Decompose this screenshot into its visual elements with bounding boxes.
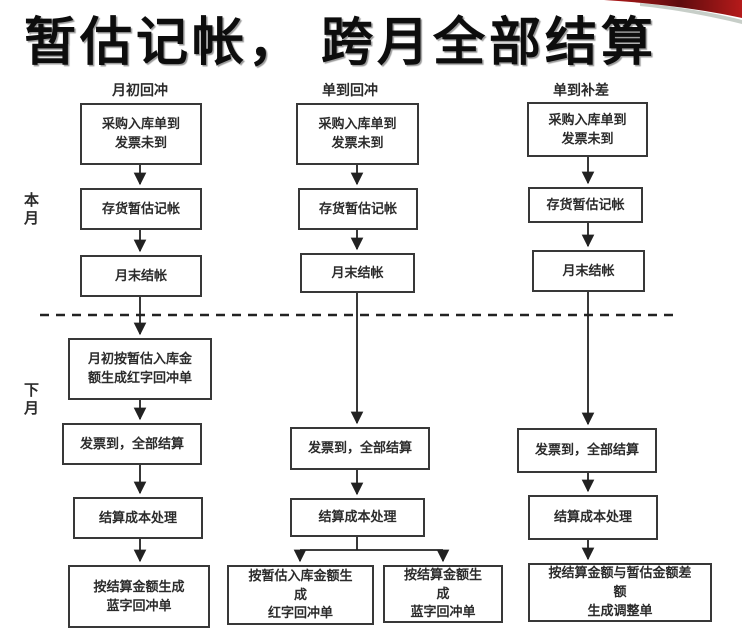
flow-box-c3-cost-processing: 结算成本处理 [528,495,658,540]
flow-box-c1-blue-reversal: 按结算金额生成 蓝字回冲单 [68,565,210,628]
flow-box-c2-provisional-entry: 存货暂估记帐 [298,188,418,230]
column-header-doc-arrival-reversal: 单到回冲 [322,84,378,99]
flow-box-c3-invoice-settle: 发票到，全部结算 [517,428,657,473]
flow-box-c1-receipt-no-invoice: 采购入库单到 发票未到 [80,103,202,165]
flow-box-c3-provisional-entry: 存货暂估记帐 [528,187,643,223]
flow-box-c3-receipt-no-invoice: 采购入库单到 发票未到 [527,102,648,157]
flow-box-c2-invoice-settle: 发票到，全部结算 [290,427,430,470]
swoosh-highlight-stripe [640,3,742,24]
column-header-doc-arrival-adjustment: 单到补差 [553,84,609,99]
flow-box-c1-cost-processing: 结算成本处理 [73,497,203,539]
label-next-month: 下月 [22,382,38,418]
flow-box-c1-invoice-settle: 发票到，全部结算 [62,423,202,465]
flow-box-c1-provisional-entry: 存货暂估记帐 [80,188,202,230]
flow-box-c2-cost-processing: 结算成本处理 [290,498,425,537]
flow-box-c1-month-end-close: 月末结帐 [80,255,202,297]
flow-box-c2-receipt-no-invoice: 采购入库单到 发票未到 [296,103,419,165]
flow-box-c2-month-end-close: 月末结帐 [300,253,415,293]
flow-box-c3-month-end-close: 月末结帐 [532,250,645,292]
flow-box-c2-blue-reversal: 按结算金额生 成 蓝字回冲单 [383,565,503,623]
flow-box-c2-red-reversal: 按暂估入库金额生 成 红字回冲单 [227,565,374,625]
flow-box-c1-red-reversal: 月初按暂估入库金 额生成红字回冲单 [68,338,212,400]
flow-box-c3-adjustment-doc: 按结算金额与暂估金额差 额 生成调整单 [528,563,712,622]
label-this-month: 本月 [22,192,38,228]
corner-swoosh-icon [604,0,742,24]
column-header-month-start-reversal: 月初回冲 [112,84,168,99]
swoosh-red-band [604,0,742,18]
page-title: 暂估记帐， 跨月全部结算 [24,15,658,72]
